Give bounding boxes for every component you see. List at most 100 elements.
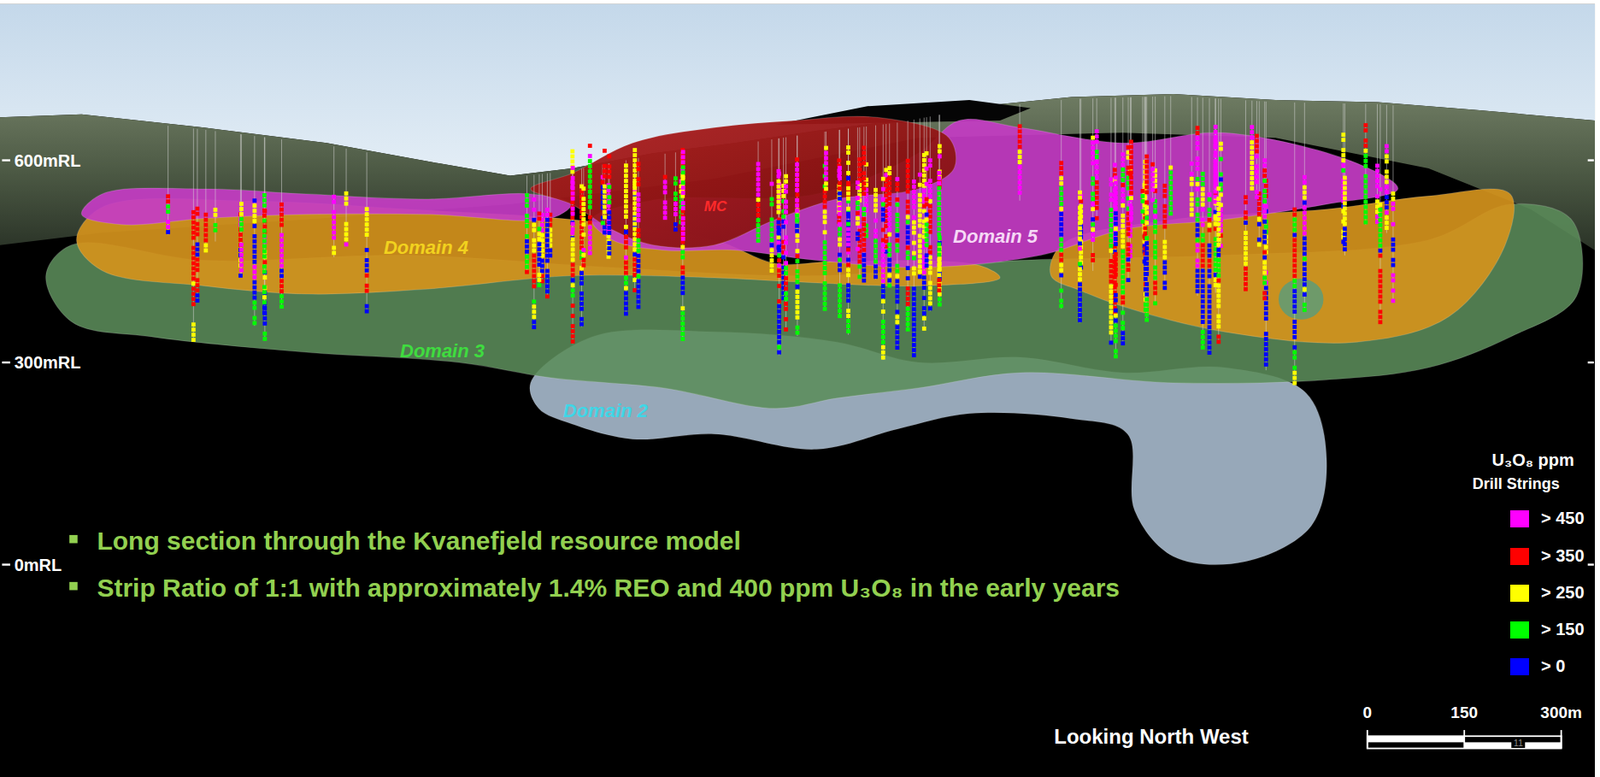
assay-interval bbox=[756, 182, 761, 187]
assay-interval bbox=[1113, 318, 1118, 324]
assay-interval bbox=[881, 207, 886, 212]
assay-interval bbox=[279, 273, 284, 278]
assay-interval bbox=[936, 196, 942, 201]
assay-interval bbox=[524, 213, 530, 218]
assay-interval bbox=[1375, 164, 1380, 169]
assay-interval bbox=[837, 298, 842, 303]
assay-interval bbox=[1384, 205, 1389, 210]
assay-interval bbox=[1257, 242, 1262, 248]
assay-interval bbox=[1168, 170, 1173, 176]
assay-interval bbox=[632, 288, 637, 293]
assay-interval bbox=[545, 207, 550, 212]
assay-interval bbox=[1058, 176, 1064, 181]
assay-interval bbox=[1342, 241, 1348, 247]
assay-interval bbox=[681, 180, 686, 185]
assay-interval bbox=[1218, 177, 1224, 183]
assay-interval bbox=[770, 263, 775, 268]
assay-interval bbox=[680, 275, 685, 280]
assay-interval bbox=[823, 301, 828, 306]
assay-interval bbox=[262, 254, 267, 259]
assay-interval bbox=[756, 176, 761, 182]
assay-interval bbox=[928, 265, 933, 271]
assay-interval bbox=[1302, 175, 1307, 180]
assay-interval bbox=[1207, 350, 1212, 355]
assay-interval bbox=[673, 176, 678, 181]
assay-interval bbox=[846, 242, 851, 248]
assay-interval bbox=[681, 164, 686, 170]
assay-interval bbox=[1200, 340, 1206, 345]
assay-interval bbox=[861, 237, 866, 242]
assay-interval bbox=[331, 210, 336, 215]
assay-interval bbox=[239, 263, 244, 268]
assay-interval bbox=[937, 144, 942, 149]
assay-interval bbox=[579, 301, 584, 306]
assay-interval bbox=[837, 165, 842, 171]
assay-interval bbox=[911, 220, 917, 225]
assay-interval bbox=[1302, 302, 1307, 307]
assay-interval bbox=[191, 327, 196, 332]
assay-interval bbox=[1200, 283, 1206, 289]
assay-interval bbox=[861, 252, 866, 258]
assay-interval bbox=[531, 223, 536, 228]
assay-interval bbox=[795, 310, 800, 315]
assay-interval bbox=[881, 350, 886, 355]
assay-interval bbox=[524, 254, 530, 259]
assay-interval bbox=[1152, 240, 1158, 245]
assay-interval bbox=[1058, 288, 1064, 294]
assay-interval bbox=[1302, 246, 1307, 251]
assay-interval bbox=[1292, 268, 1297, 273]
assay-interval bbox=[1144, 220, 1149, 225]
assay-interval bbox=[673, 201, 678, 206]
assay-interval bbox=[837, 268, 842, 273]
assay-interval bbox=[881, 309, 886, 314]
assay-interval bbox=[881, 217, 886, 223]
assay-interval bbox=[632, 191, 637, 196]
assay-interval bbox=[894, 324, 900, 330]
assay-interval bbox=[861, 211, 866, 217]
assay-interval bbox=[1141, 188, 1146, 194]
assay-interval bbox=[252, 213, 257, 218]
assay-interval bbox=[928, 199, 933, 204]
assay-interval bbox=[936, 267, 942, 272]
assay-interval bbox=[191, 230, 196, 236]
assay-interval bbox=[279, 268, 284, 273]
assay-interval bbox=[1254, 139, 1259, 144]
assay-interval bbox=[581, 263, 586, 268]
assay-interval bbox=[937, 302, 942, 307]
assay-interval bbox=[1144, 185, 1149, 190]
assay-interval bbox=[776, 169, 782, 174]
assay-interval bbox=[262, 321, 267, 326]
assay-interval bbox=[239, 201, 244, 206]
assay-interval bbox=[894, 294, 900, 300]
assay-interval bbox=[887, 222, 892, 227]
assay-interval bbox=[1168, 186, 1173, 191]
assay-interval bbox=[846, 258, 851, 263]
assay-interval bbox=[795, 207, 800, 212]
assay-interval bbox=[776, 210, 782, 215]
assay-interval bbox=[623, 265, 629, 271]
assay-interval bbox=[1094, 200, 1100, 206]
assay-interval bbox=[894, 309, 900, 314]
assay-interval bbox=[1058, 247, 1064, 253]
assay-interval bbox=[331, 246, 336, 251]
assay-interval bbox=[922, 285, 927, 290]
assay-interval bbox=[823, 306, 828, 312]
assay-interval bbox=[795, 202, 800, 207]
assay-interval bbox=[894, 289, 900, 295]
assay-interval bbox=[1342, 247, 1348, 252]
assay-interval bbox=[855, 231, 860, 236]
assay-interval bbox=[795, 258, 800, 264]
assay-interval bbox=[783, 184, 789, 189]
assay-interval bbox=[623, 235, 629, 240]
assay-interval bbox=[1094, 216, 1100, 221]
assay-interval bbox=[279, 207, 284, 212]
assay-interval bbox=[922, 295, 927, 300]
assay-interval bbox=[905, 184, 911, 189]
assay-interval bbox=[1058, 232, 1064, 237]
assay-interval bbox=[331, 215, 336, 220]
assay-interval bbox=[279, 304, 284, 309]
mc-zone-body bbox=[530, 116, 957, 248]
assay-interval bbox=[911, 317, 917, 322]
assay-interval bbox=[1264, 305, 1269, 311]
assay-interval bbox=[279, 294, 284, 299]
